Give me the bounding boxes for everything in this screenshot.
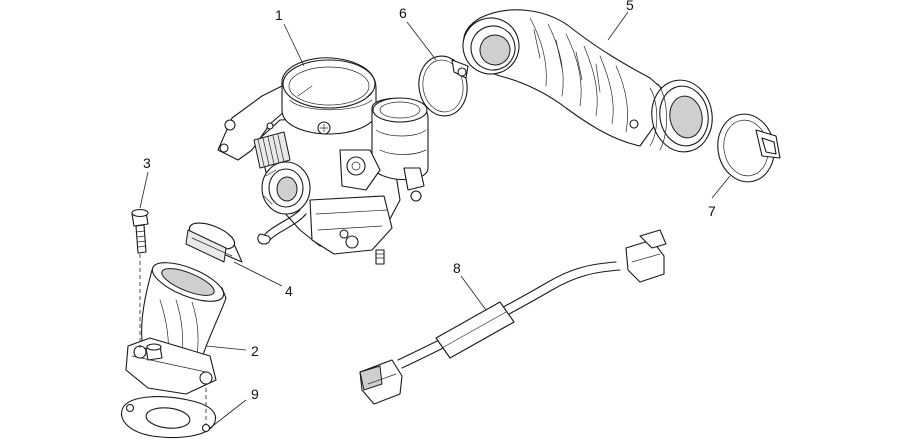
gasket [121,396,216,439]
callout-9: 9 [251,386,259,402]
callout-7: 7 [708,203,716,219]
spring-clamp [418,55,469,117]
hose-clamp [717,113,781,183]
callout-4: 4 [285,283,293,299]
intake-manifold [125,262,227,395]
callout-6: 6 [399,5,407,21]
insulator-ring [185,222,243,263]
bolt [131,208,149,254]
carburetor [217,57,429,265]
intake-hose [462,9,713,153]
callout-2: 2 [251,343,259,359]
wiring-harness [359,229,667,405]
callout-8: 8 [453,260,461,276]
callout-5: 5 [626,0,634,13]
callout-3: 3 [143,155,151,171]
callout-1: 1 [275,7,283,23]
leader-lines [139,11,731,429]
